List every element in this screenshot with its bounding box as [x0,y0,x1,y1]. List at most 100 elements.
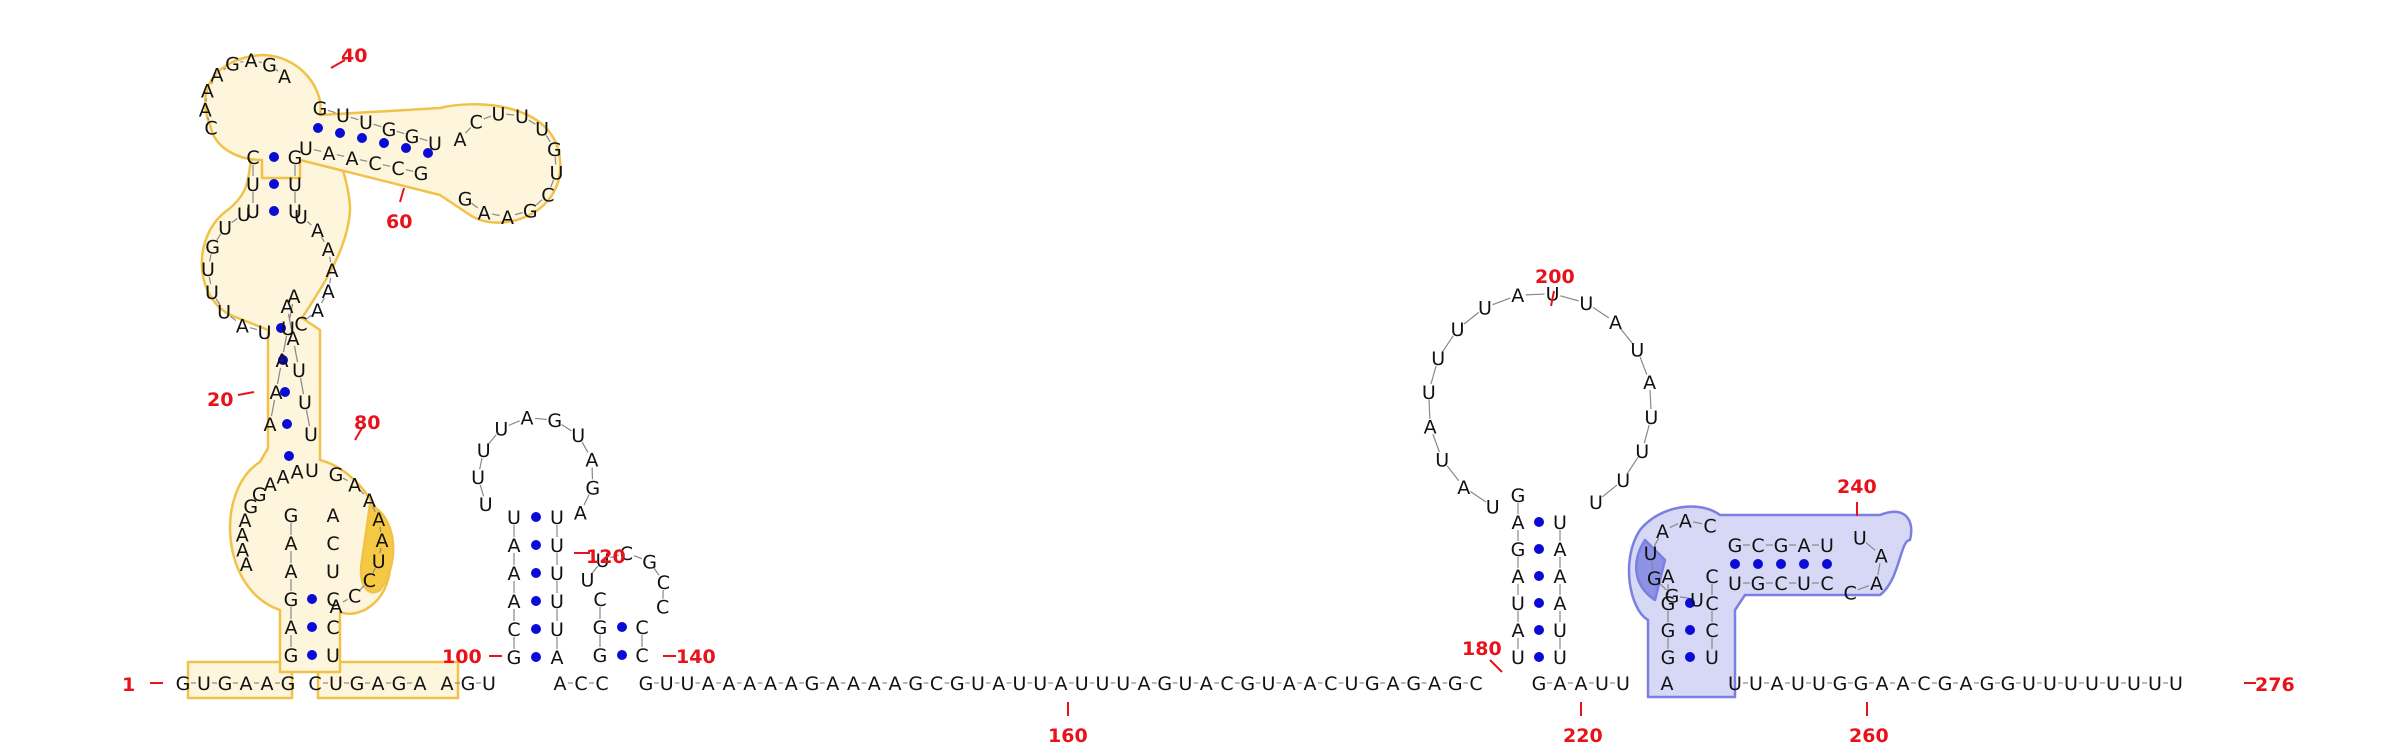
nucleotide-left-right: U [329,673,343,695]
nucleotide-blue-stem-top: C [1751,535,1764,557]
nucleotide-left-right: G [392,673,407,695]
nucleotide-three-prime-tail: U [2085,673,2099,695]
nucleotide-three-prime-tail: U [2148,673,2162,695]
nucleotide-left-stem-5: A [285,561,298,583]
backbone-link [1639,356,1648,375]
base-pair-dot [1534,598,1544,608]
backbone-link [405,169,414,172]
nucleotide-central-run: C [1324,673,1337,695]
nucleotide-five-prime: G [176,673,191,695]
nucleotide-right-loop: C [541,184,554,206]
backbone-link [306,220,312,226]
backbone-link [1601,484,1618,498]
nucleotide-h1-loop: G [547,410,562,432]
position-tick [1550,290,1555,307]
nucleotide-upper-loop-right: A [322,281,335,303]
nucleotide-after-h3: A [1575,673,1588,695]
backbone-link [288,303,294,321]
nucleotide-left-stem-3: A [327,505,340,527]
backbone-link [379,526,382,533]
backbone-link [379,547,382,554]
nucleotide-horiz-helix-bot: A [346,148,359,170]
base-pair-dot [1534,571,1544,581]
backbone-link [270,399,276,417]
base-pair-dot [1753,559,1763,569]
nucleotide-link-b: A [554,673,567,695]
nucleotide-blue-loop: A [1656,521,1669,543]
nucleotide-blue-stem-top: G [1774,535,1789,557]
nucleotide-h1-loop: U [479,494,493,516]
position-label-1: 1 [122,674,135,696]
backbone-link [465,127,472,134]
nucleotide-central-run: G [950,673,965,695]
nucleotide-right-loop: A [501,207,514,229]
nucleotide-central-run: A [1283,673,1296,695]
backbone-link [359,159,368,162]
nucleotide-h3-stem-5: U [1511,647,1525,669]
nucleotide-left-stem-5: G [284,505,299,527]
nucleotide-central-run: A [723,673,736,695]
nucleotide-h1-loop: U [477,440,491,462]
nucleotide-h2-stem-3: C [635,645,648,667]
base-pair-dot [531,652,541,662]
base-pair-dot [617,650,627,660]
backbone-link [508,420,520,426]
backbone-link [554,156,557,165]
nucleotide-central-run: A [702,673,715,695]
domain-blue-accent [1635,538,1667,602]
backbone-link [479,484,485,497]
backbone-link [342,598,348,603]
backbone-link [216,233,222,241]
base-pair-dot [313,123,323,133]
position-label-260: 260 [1849,725,1889,746]
position-tick [1489,659,1503,673]
nucleotide-central-run: A [1428,673,1441,695]
backbone-link [1649,390,1652,410]
position-label-200: 200 [1535,266,1575,288]
nucleotide-central-run: A [868,673,881,695]
nucleotide-upper-loop-left: U [218,217,232,239]
nucleotide-left-stem-5: A [285,617,298,639]
nucleotide-upper-stem-3: U [288,201,302,223]
nucleotide-central-run: U [1262,673,1276,695]
domain-yellow-right-strand [316,660,460,700]
nucleotide-h3-loop: U [1435,449,1449,471]
backbone-link [287,313,293,331]
nucleotide-three-prime-tail: U [1812,673,1826,695]
nucleotide-h3-stem-3: A [1554,593,1567,615]
nucleotide-blue-stem-bot: C [1774,573,1787,595]
nucleotide-blue-stem-left: A [1662,566,1675,588]
nucleotide-left-stem-3: C [326,533,339,555]
backbone-link [1643,424,1650,444]
nucleotide-three-prime-tail: G [1833,673,1848,695]
nucleotide-left-ml-right: A [348,474,361,496]
nucleotide-central-run: G [1406,673,1421,695]
nucleotide-h3-loop: U [1630,339,1644,361]
nucleotide-left-ml-right: G [329,464,344,486]
nucleotide-before-blue: A [1661,673,1674,695]
nucleotide-central-run: U [1116,673,1130,695]
nucleotide-upper-stem-3: G [288,147,303,169]
base-pair-dot [531,624,541,634]
backbone-link [210,80,214,85]
nucleotide-h2-loop: U [580,569,594,591]
nucleotide-five-prime: A [261,673,274,695]
nucleotide-h2-stem-5: C [593,589,606,611]
nucleotide-top-left-loop: A [278,66,291,88]
backbone-link [653,567,660,576]
backbone-link [581,441,589,453]
nucleotide-central-run: U [971,673,985,695]
nucleotide-h2-stem-3: C [635,617,648,639]
position-label-220: 220 [1563,725,1603,746]
backbone-link [208,277,212,285]
backbone-link [1492,297,1511,306]
nucleotide-central-run: G [908,673,923,695]
nucleotide-horiz-helix-top: U [336,105,350,127]
position-label-100: 100 [442,646,482,668]
nucleotide-five-prime: U [197,673,211,695]
nucleotide-central-run: A [1055,673,1068,695]
nucleotide-left-ml-left: A [264,474,277,496]
nucleotide-top-left-loop: A [201,81,214,103]
nucleotide-central-run: A [764,673,777,695]
backbone-link [583,494,590,506]
